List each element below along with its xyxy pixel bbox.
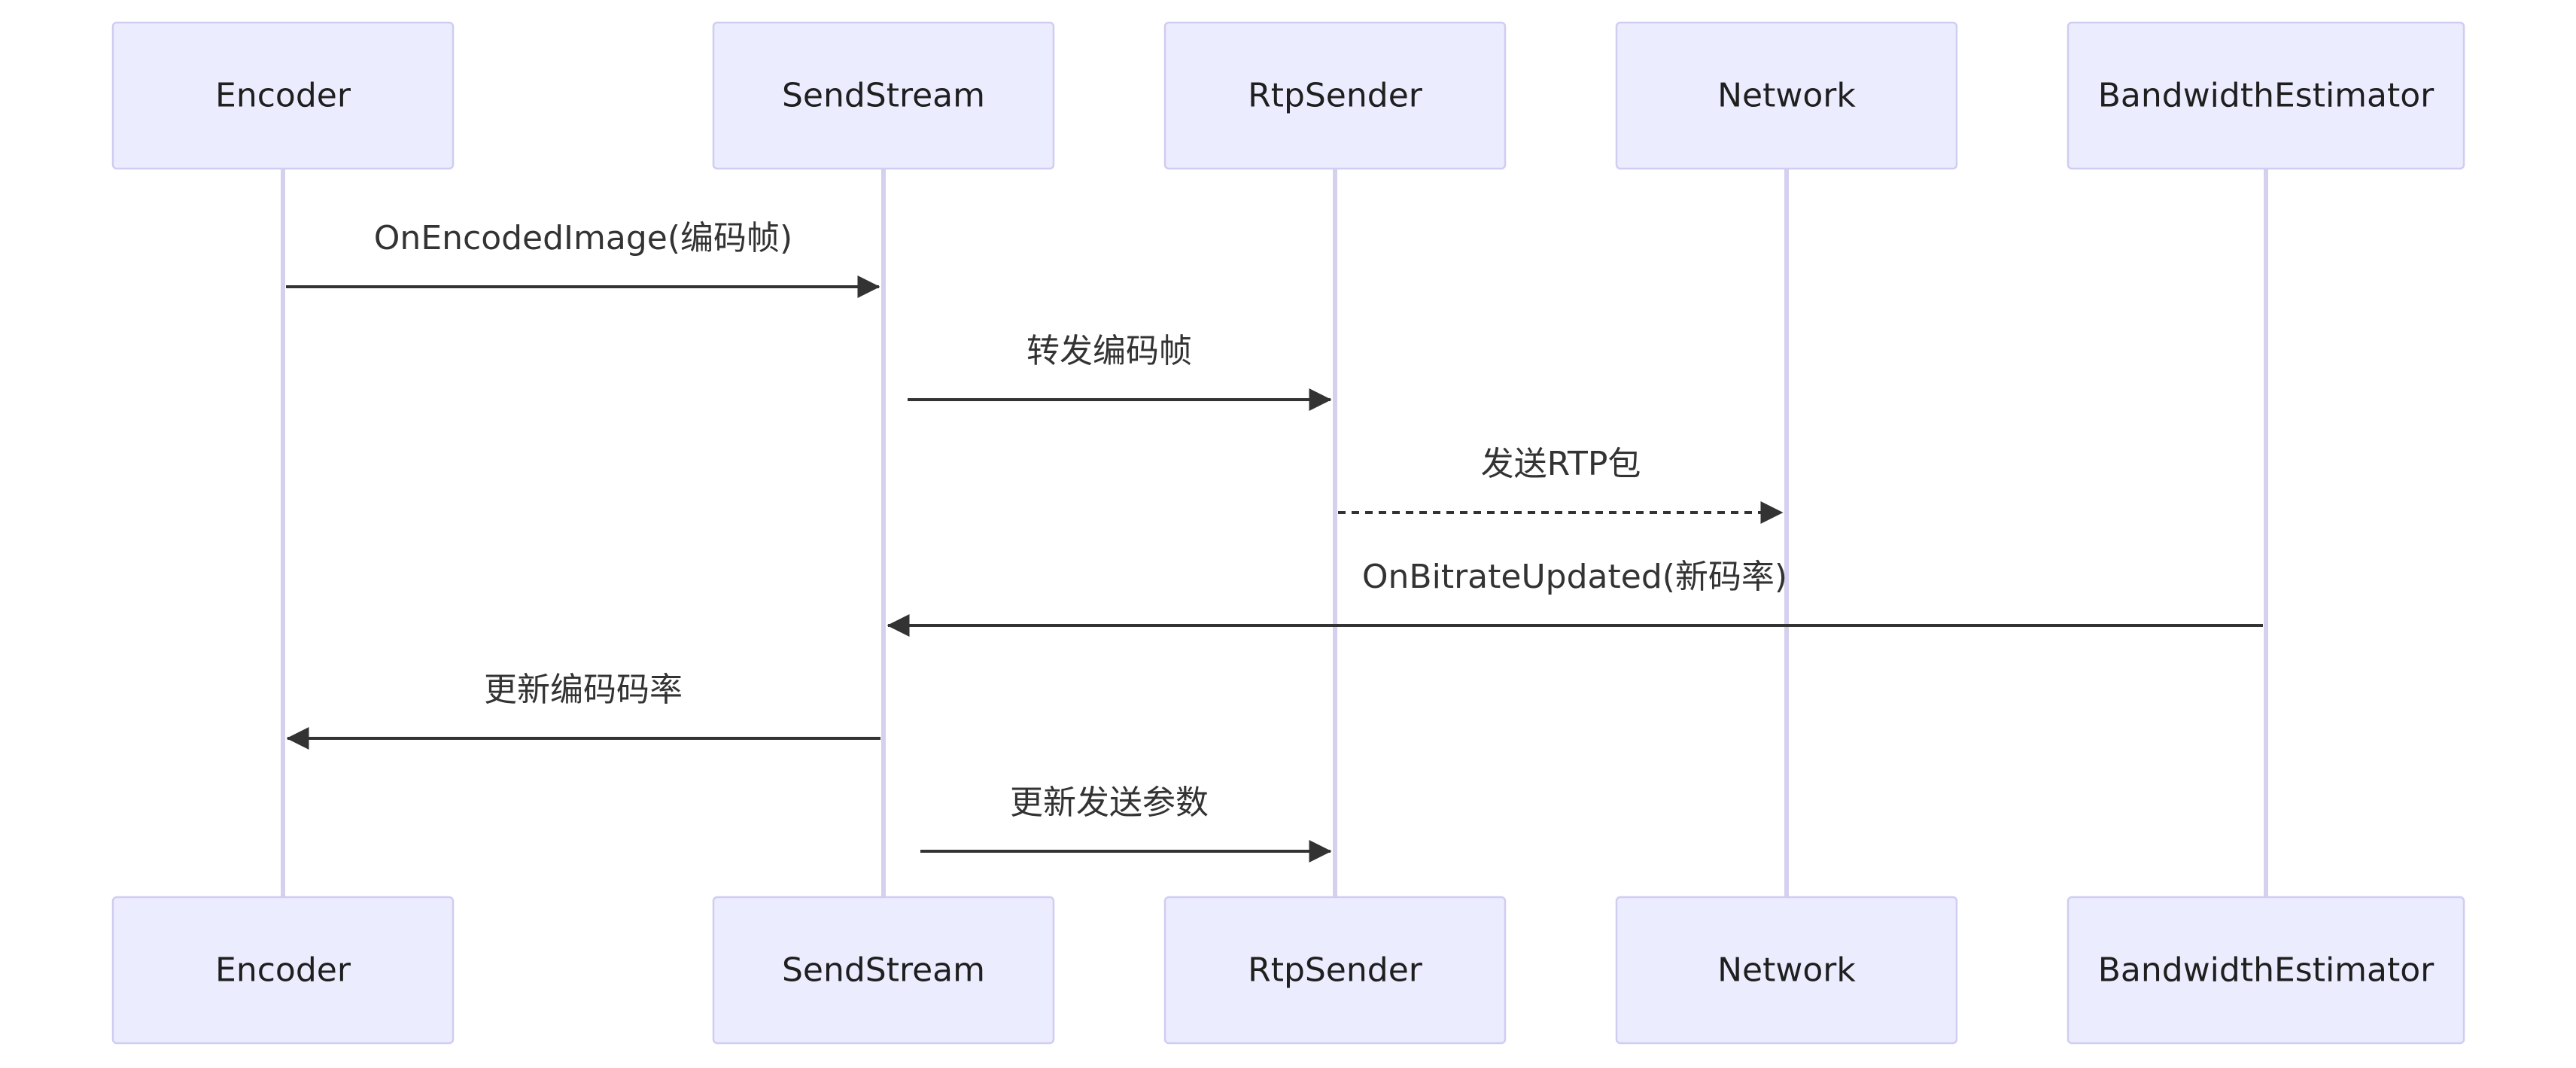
participants: EncoderEncoderSendStreamSendStreamRtpSen… xyxy=(111,21,2465,1045)
participant-label: BandwidthEstimator xyxy=(2098,951,2435,990)
participant-bottom-rtpsender: RtpSender xyxy=(1163,896,1507,1045)
message-2: 转发编码帧 xyxy=(908,332,1332,411)
participant-top-sendstream: SendStream xyxy=(712,21,1055,170)
participant-box xyxy=(1615,21,1958,170)
participant-bottom-sendstream: SendStream xyxy=(712,896,1055,1045)
participant-label: Network xyxy=(1717,77,1856,115)
participant-box xyxy=(1615,896,1958,1045)
message-4: OnBitrateUpdated(新码率) xyxy=(887,558,2263,637)
participant-top-rtpsender: RtpSender xyxy=(1163,21,1507,170)
participant-box xyxy=(712,21,1055,170)
message-5: 更新编码码率 xyxy=(286,671,880,750)
participant-label: BandwidthEstimator xyxy=(2098,77,2435,115)
message-label: 发送RTP包 xyxy=(1481,445,1641,483)
participant-box xyxy=(712,896,1055,1045)
participant-label: SendStream xyxy=(782,77,985,115)
participant-label: Network xyxy=(1717,951,1856,990)
participant-label: SendStream xyxy=(782,951,985,990)
participant-box xyxy=(111,896,455,1045)
message-6: 更新发送参数 xyxy=(920,784,1332,863)
lifelines xyxy=(281,169,2268,897)
participant-label: Encoder xyxy=(215,77,351,115)
participant-top-bandwidthestimator: BandwidthEstimator xyxy=(2067,21,2465,170)
message-1: OnEncodedImage(编码帧) xyxy=(286,219,880,298)
message-label: 转发编码帧 xyxy=(1026,332,1192,370)
message-label: OnEncodedImage(编码帧) xyxy=(374,219,792,257)
message-label: 更新发送参数 xyxy=(1010,784,1209,822)
participant-box xyxy=(2067,21,2465,170)
participant-label: Encoder xyxy=(215,951,351,990)
message-label: 更新编码码率 xyxy=(484,671,683,709)
participant-label: RtpSender xyxy=(1248,951,1423,990)
participant-top-encoder: Encoder xyxy=(111,21,455,170)
participant-box xyxy=(2067,896,2465,1045)
participant-label: RtpSender xyxy=(1248,77,1423,115)
participant-box xyxy=(111,21,455,170)
message-label: OnBitrateUpdated(新码率) xyxy=(1362,558,1787,596)
message-3: 发送RTP包 xyxy=(1338,445,1784,524)
participant-box xyxy=(1163,896,1507,1045)
participant-bottom-encoder: Encoder xyxy=(111,896,455,1045)
participant-box xyxy=(1163,21,1507,170)
participant-bottom-network: Network xyxy=(1615,896,1958,1045)
participant-top-network: Network xyxy=(1615,21,1958,170)
participant-bottom-bandwidthestimator: BandwidthEstimator xyxy=(2067,896,2465,1045)
